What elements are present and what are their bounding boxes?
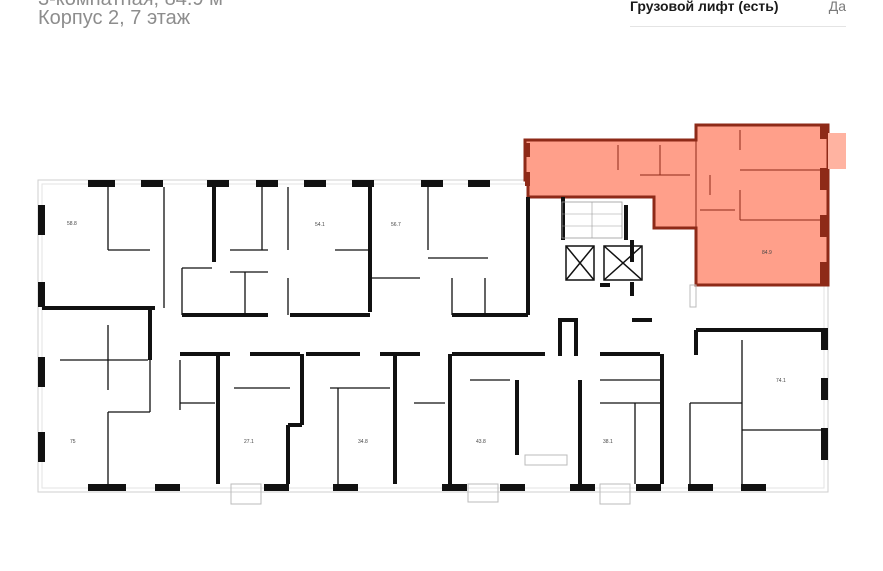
area-label: 58.8 xyxy=(67,221,77,227)
area-label: 43.8 xyxy=(476,439,486,445)
building-floor-subtitle: Корпус 2, 7 этаж xyxy=(38,7,191,29)
area-label: 75 xyxy=(70,439,76,445)
balconies xyxy=(230,284,697,505)
page-title: 3-комнатная, 84.9 м² xyxy=(38,0,230,11)
area-label: 54.1 xyxy=(315,222,325,228)
area-label: 74.1 xyxy=(776,378,786,384)
side-windows xyxy=(38,205,828,462)
bottom-windows xyxy=(88,484,766,491)
area-label: 56.7 xyxy=(391,222,401,228)
selected-apartment[interactable] xyxy=(523,123,846,287)
area-label: 34.8 xyxy=(358,439,368,445)
area-label: 38.1 xyxy=(603,439,613,445)
spec-row-freight-elevator: Грузовой лифт (есть) Да xyxy=(630,0,846,27)
stair-core xyxy=(561,201,643,281)
selected-area-label: 84.9 xyxy=(762,250,772,256)
spec-value: Да xyxy=(828,0,846,14)
selected-balcony xyxy=(828,133,846,169)
spec-label: Грузовой лифт (есть) xyxy=(630,0,779,14)
interior-walls xyxy=(60,187,822,484)
top-windows xyxy=(88,180,490,187)
area-label: 27.1 xyxy=(244,439,254,445)
